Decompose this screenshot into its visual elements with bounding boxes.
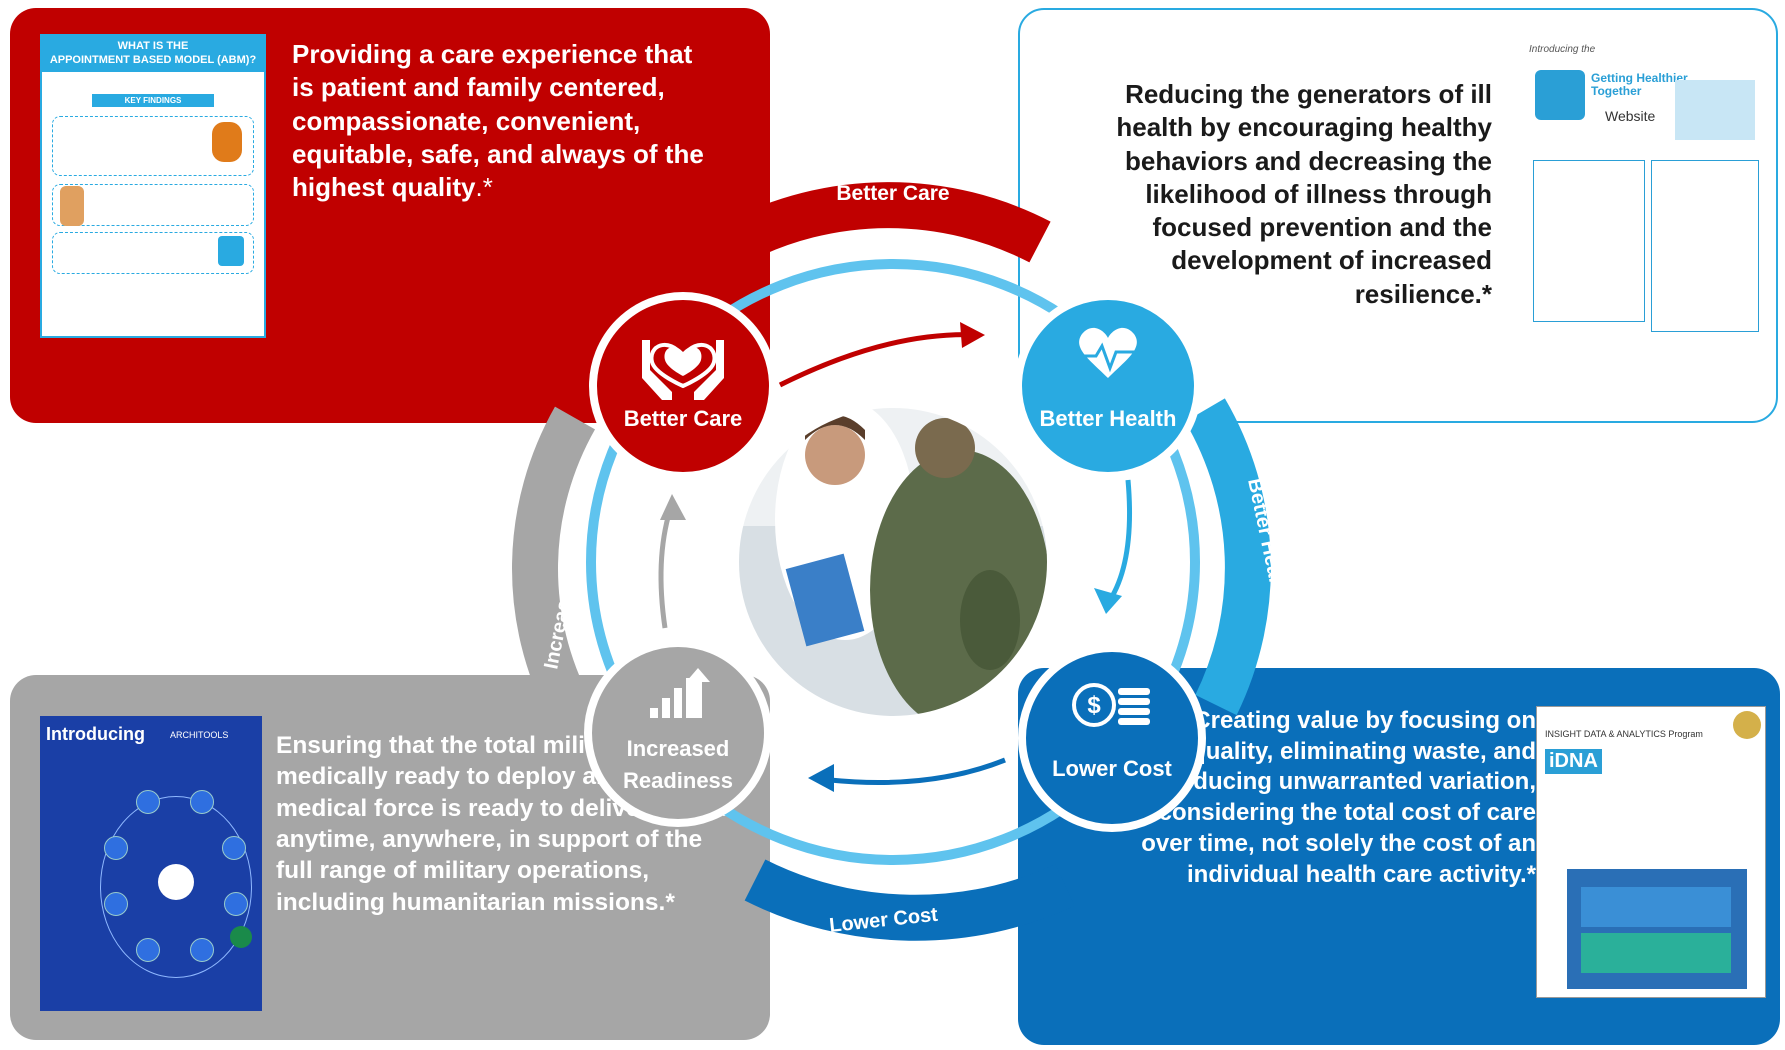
increased-readiness-node-label-line2: Readiness: [623, 768, 733, 793]
better-care-description-text: Providing a care experience that is pati…: [292, 39, 704, 203]
arrow-cost-to-readiness-head: [808, 764, 834, 792]
dollar-coins-icon: $: [1072, 683, 1150, 727]
heartbeat-icon: [1078, 327, 1138, 378]
getting-intro: Introducing the: [1529, 44, 1596, 55]
abm-title-line1: WHAT IS THE: [117, 40, 189, 52]
better-health-arc: [1185, 398, 1271, 716]
better-health-node: [1014, 292, 1202, 480]
arrow-readiness-to-care: [658, 509, 673, 629]
abm-document-thumbnail: WHAT IS THE APPOINTMENT BASED MODEL (ABM…: [40, 34, 266, 338]
heart-in-hands-icon: [642, 340, 724, 400]
arrow-cost-to-readiness: [829, 757, 1006, 785]
better-care-arc: [724, 182, 1051, 264]
abm-key-findings-banner: KEY FINDINGS: [92, 93, 214, 107]
lower-cost-node-label: Lower Cost: [1052, 756, 1172, 781]
idna-thumbnail: INSIGHT DATA & ANALYTICS Program iDNA: [1536, 706, 1766, 998]
idna-program: INSIGHT DATA & ANALYTICS Program: [1545, 729, 1703, 739]
arrow-health-to-cost: [1107, 479, 1132, 602]
getting-brand-line1: Getting Healthier: [1591, 71, 1688, 85]
archi-brand: ARCHITOOLS: [170, 730, 229, 740]
arrow-health-to-cost-head: [1094, 588, 1122, 614]
increased-readiness-node: [584, 639, 772, 827]
abm-title-line2: APPOINTMENT BASED MODEL (ABM)?: [49, 53, 257, 66]
idna-logo: iDNA: [1545, 749, 1602, 774]
better-health-description: Reducing the generators of ill health by…: [1116, 79, 1492, 309]
getting-brand-line2: Together: [1591, 84, 1642, 99]
increased-readiness-arc: [512, 406, 596, 721]
better-care-asterisk: .*: [475, 172, 493, 203]
better-care-description: Providing a care experience that is pati…: [292, 38, 712, 204]
arrow-care-to-health: [778, 332, 981, 388]
archi-intro: Introducing: [46, 724, 145, 744]
getting-healthier-thumbnail: Introducing the Getting Healthier Togeth…: [1525, 40, 1765, 340]
getting-website: Website: [1605, 108, 1656, 124]
lower-cost-node: [1018, 644, 1206, 832]
arrow-care-to-health-head: [960, 322, 985, 348]
better-care-arc-label: Better Care: [836, 182, 949, 205]
architools-thumbnail: Introducing ARCHITOOLS: [40, 716, 262, 1011]
lower-cost-description: Creating value by focusing on quality, e…: [1141, 707, 1536, 888]
svg-text:$: $: [1087, 692, 1101, 719]
inner-ring: [586, 259, 1200, 865]
increased-readiness-node-label-line1: Increased: [627, 736, 730, 761]
better-health-node-label: Better Health: [1040, 406, 1177, 431]
lower-cost-arc: [744, 859, 1075, 941]
arrow-readiness-to-care-head: [660, 494, 686, 520]
better-care-node-label: Better Care: [624, 406, 743, 431]
bar-chart-up-icon: [650, 668, 710, 718]
